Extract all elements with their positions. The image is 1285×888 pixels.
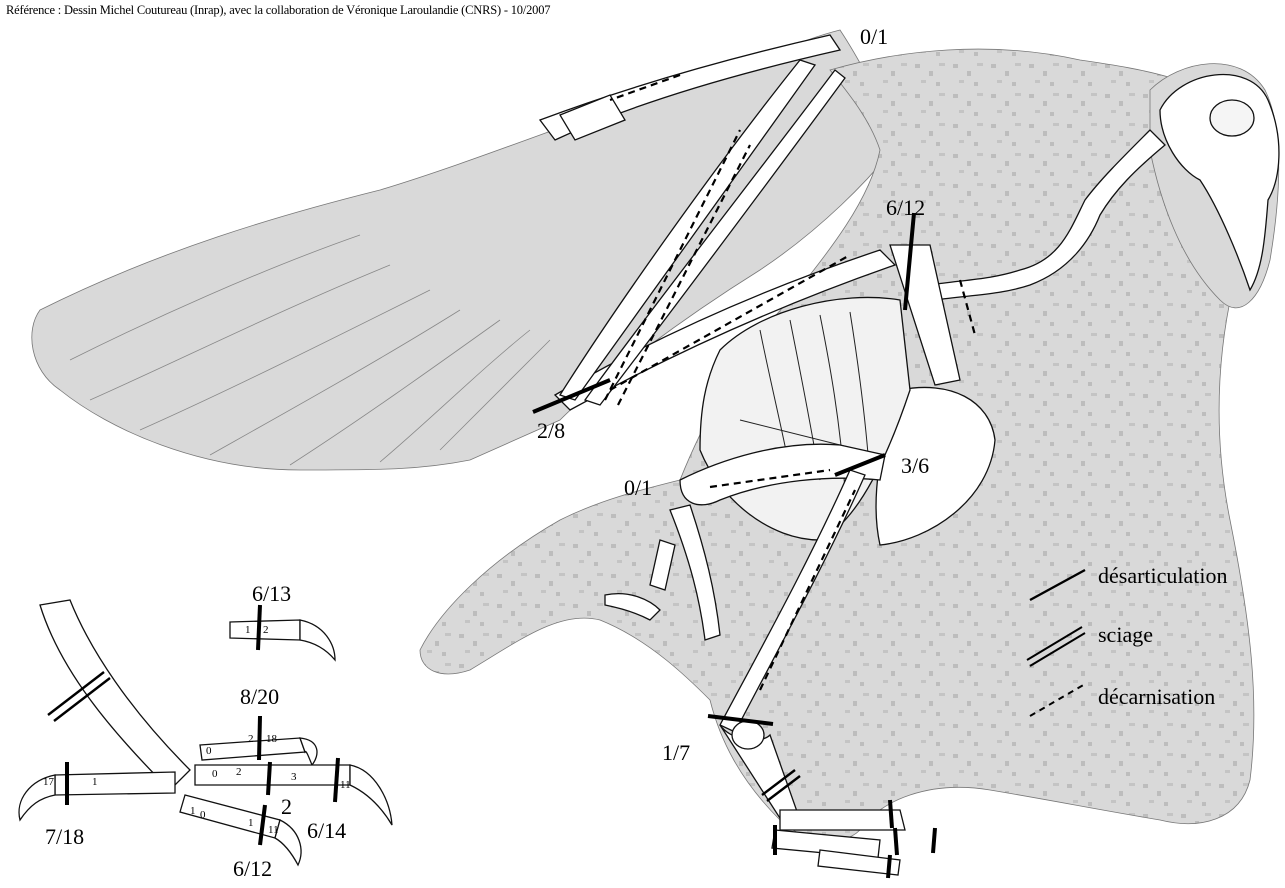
knee-cap (732, 721, 764, 749)
label-wing-tip: 0/1 (860, 26, 888, 48)
phalanx-number: 2 (263, 625, 269, 636)
claw-bottom (275, 820, 301, 865)
label-claw-mid: 8/20 (240, 686, 279, 708)
plumage (32, 30, 1279, 841)
legend-label-disarticulation: désarticulation (1098, 565, 1228, 587)
phalanx-number: 18 (266, 734, 277, 745)
legend-label-decarnisation: décarnisation (1098, 686, 1215, 708)
label-elbow: 2/8 (537, 420, 565, 442)
label-pelvis: 3/6 (901, 455, 929, 477)
label-foot-center: 2 (281, 796, 292, 818)
label-shoulder: 6/12 (886, 197, 925, 219)
phalanx-number: 11 (268, 825, 279, 836)
claw-middle (350, 765, 392, 825)
phalanx-number: 1 (248, 818, 254, 829)
label-foot-left: 7/18 (45, 826, 84, 848)
phalanx-number: 2 (248, 734, 254, 745)
reference-caption: Référence : Dessin Michel Coutureau (Inr… (6, 3, 550, 18)
phalanx-number: 1 (190, 806, 196, 817)
toe-middle (195, 765, 350, 785)
phalanx-number: 0 (212, 769, 218, 780)
phalanx-number: 0 (200, 810, 206, 821)
phalanx-number: 1 (92, 777, 98, 788)
isolated-claw (300, 620, 335, 660)
label-foot-right: 6/14 (307, 820, 346, 842)
phalanx-number: 17 (43, 777, 54, 788)
toe-left (55, 772, 175, 795)
label-foot-bottom: 6/12 (233, 858, 272, 880)
label-knee: 1/7 (662, 742, 690, 764)
phalanx-number: 11 (340, 780, 351, 791)
phalanx-number: 3 (291, 772, 297, 783)
phalanx-number: 0 (206, 746, 212, 757)
label-hip: 0/1 (624, 477, 652, 499)
phalanx-number: 1 (245, 625, 251, 636)
legend-label-sawing: sciage (1098, 624, 1153, 646)
phalanx-number: 2 (236, 767, 242, 778)
tarsometatarsus (40, 600, 190, 790)
label-claw-top: 6/13 (252, 583, 291, 605)
foot-bones (780, 810, 905, 830)
